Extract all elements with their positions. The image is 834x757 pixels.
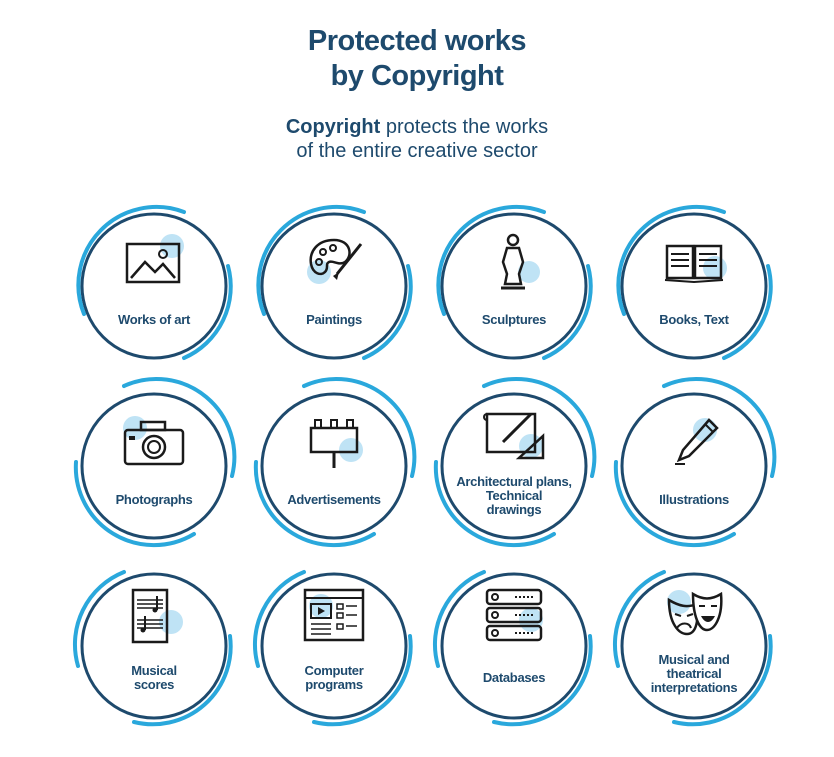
camera-icon <box>119 412 189 472</box>
tile-computer-programs: Computer programs <box>244 556 424 736</box>
sheet-music-icon <box>119 586 189 646</box>
label-line-1: Musical <box>131 663 177 678</box>
tile-musical-theatrical: Musical and theatrical interpretations <box>604 556 784 736</box>
tile-paintings: Paintings <box>244 196 424 376</box>
item-label-multiline: Architectural plans, Technical drawings <box>449 475 579 517</box>
tile-architectural-plans: Architectural plans, Technical drawings <box>424 376 604 556</box>
item-label: Books, Text <box>659 312 729 327</box>
title-line-1: Protected works <box>307 25 527 57</box>
tile-books-text: Books, Text <box>604 196 784 376</box>
tile-sculptures: Sculptures <box>424 196 604 376</box>
label-line-2: scores <box>133 677 175 692</box>
blueprint-icon <box>479 406 549 466</box>
label-line-2: programs <box>305 677 363 692</box>
item-label-multiline: Musical and theatrical interpretations <box>624 653 764 695</box>
pencil-icon <box>659 412 729 472</box>
browser-window-icon <box>299 586 369 646</box>
tile-musical-scores: Musical scores <box>64 556 244 736</box>
landscape-picture-icon <box>119 232 189 292</box>
tile-illustrations: Illustrations <box>604 376 784 556</box>
label-line-2: Technical <box>485 488 543 503</box>
item-label: Sculptures <box>481 312 547 327</box>
item-label: Paintings <box>306 312 362 327</box>
statue-icon <box>479 232 549 292</box>
tile-databases: Databases <box>424 556 604 736</box>
tile-works-of-art: Works of art <box>64 196 244 376</box>
subtitle-bold: Copyright <box>285 116 381 138</box>
page-subtitle: Copyright protects the works of the enti… <box>0 115 834 163</box>
subtitle-line-2: of the entire creative sector <box>296 140 538 162</box>
theater-masks-icon <box>659 586 729 646</box>
item-label: Databases <box>482 670 546 685</box>
label-line-2: theatrical <box>666 666 722 681</box>
open-book-icon <box>659 232 729 292</box>
billboard-icon <box>299 412 369 472</box>
subtitle-line-1: Copyright protects the works <box>0 115 834 139</box>
item-label-multiline: Computer programs <box>269 664 399 692</box>
palette-icon <box>299 232 369 292</box>
tile-photographs: Photographs <box>64 376 244 556</box>
item-label: Photographs <box>115 492 193 507</box>
server-stack-icon <box>479 586 549 646</box>
item-label: Illustrations <box>659 492 729 507</box>
item-label-multiline: Musical scores <box>89 664 219 692</box>
label-line-3: interpretations <box>650 680 738 695</box>
subtitle-rest: protects the works <box>380 116 549 138</box>
tile-advertisements: Advertisements <box>244 376 424 556</box>
label-line-1: Computer <box>304 663 364 678</box>
label-line-1: Musical and <box>658 652 730 667</box>
label-line-3: drawings <box>486 502 542 517</box>
item-label: Advertisements <box>287 492 381 507</box>
title-line-2: by Copyright <box>330 60 504 92</box>
page-title: Protected works by Copyright <box>0 24 834 94</box>
item-label: Works of art <box>117 312 190 327</box>
label-line-1: Architectural plans, <box>456 474 572 489</box>
